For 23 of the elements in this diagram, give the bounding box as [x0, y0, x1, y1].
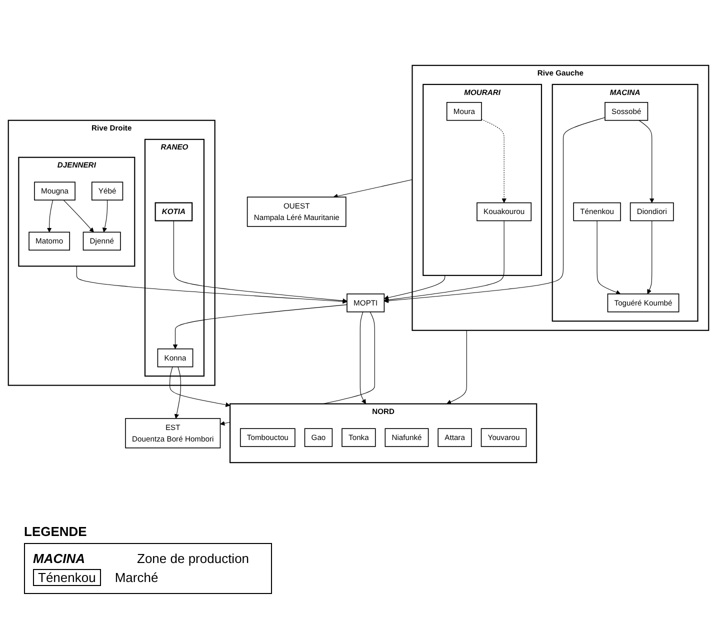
arrow — [481, 119, 506, 203]
arrow — [647, 220, 652, 294]
arrow — [76, 266, 348, 304]
arrow — [638, 120, 654, 203]
arrow — [384, 220, 504, 302]
market-sample: Ténenkou — [33, 569, 101, 586]
arrow — [173, 220, 348, 304]
arrow — [46, 200, 54, 232]
zone-sample: MACINA — [33, 551, 86, 566]
arrow — [170, 366, 230, 408]
arrow — [102, 200, 108, 232]
arrow — [174, 366, 181, 419]
arrow — [333, 179, 413, 198]
arrow — [384, 117, 606, 304]
arrow — [172, 304, 348, 350]
legend-text: Marché — [114, 570, 158, 585]
arrow — [360, 312, 366, 404]
legend-title: LEGENDE — [24, 524, 87, 539]
arrow — [596, 220, 621, 295]
arrow — [384, 275, 446, 300]
legend-text: Zone de production — [137, 551, 250, 566]
arrow — [63, 200, 94, 232]
arrow — [446, 330, 467, 404]
